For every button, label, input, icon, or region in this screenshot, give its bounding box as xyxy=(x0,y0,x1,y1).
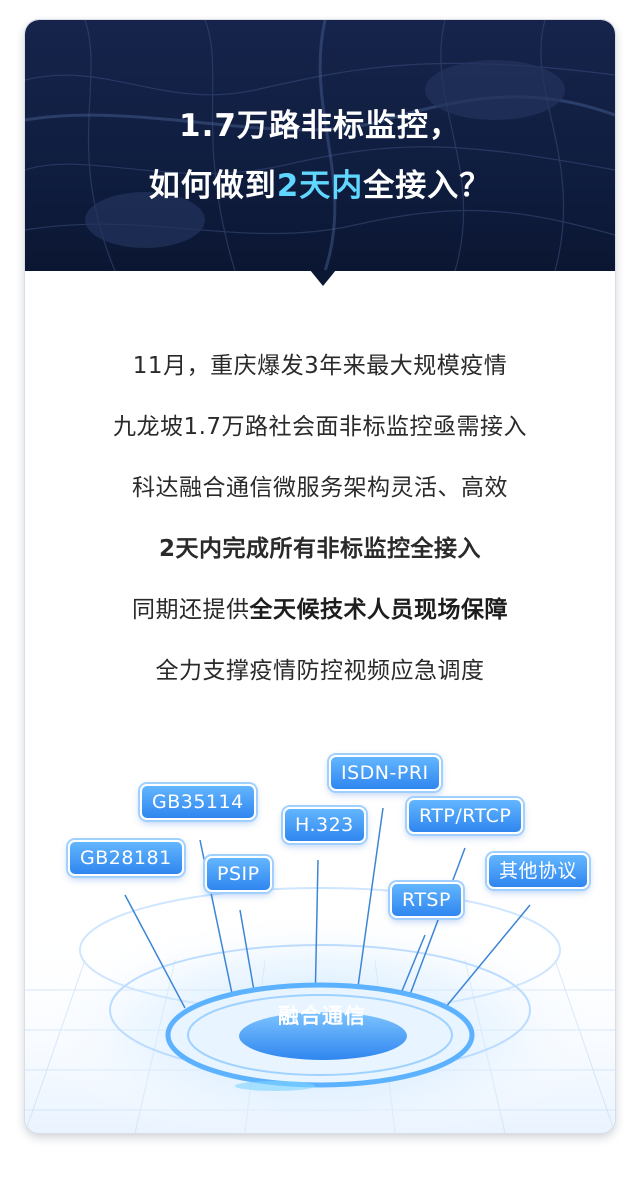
body-line-4: 2天内完成所有非标监控全接入 xyxy=(158,536,481,562)
protocol-tag-gb28181: GB28181 xyxy=(68,840,184,876)
headline-line-1: 1.7万路非标监控， xyxy=(179,108,461,144)
header-banner: 1.7万路非标监控， 如何做到2天内全接入？ xyxy=(25,20,615,271)
body-line-3: 科达融合通信微服务架构灵活、高效 xyxy=(132,475,508,501)
headline-accent: 2天内 xyxy=(276,168,364,204)
fusion-communication-label: 融合通信 xyxy=(278,1004,366,1028)
protocol-tag-isdn-pri: ISDN-PRI xyxy=(329,755,441,791)
body-line-6: 全力支撑疫情防控视频应急调度 xyxy=(155,658,485,684)
protocol-diagram xyxy=(25,807,615,1133)
protocol-tag-rtsp: RTSP xyxy=(390,882,463,918)
protocol-tag-psip: PSIP xyxy=(205,856,272,892)
headline-suffix: 全接入？ xyxy=(363,168,492,204)
body-line-1: 11月，重庆爆发3年来最大规模疫情 xyxy=(132,353,508,379)
headline-line-2: 如何做到2天内全接入？ xyxy=(25,160,615,205)
headline-prefix: 如何做到 xyxy=(148,168,277,204)
body-line-5-prefix: 同期还提供 xyxy=(132,597,250,623)
body-line-5: 同期还提供全天候技术人员现场保障 xyxy=(25,590,615,624)
body-line-2: 九龙坡1.7万路社会面非标监控亟需接入 xyxy=(112,414,528,440)
core-inner-ring xyxy=(187,994,453,1076)
core-light-flare xyxy=(235,1081,315,1091)
article-card: 1.7万路非标监控， 如何做到2天内全接入？ 11月，重庆爆发3年来最大规模疫情… xyxy=(25,20,615,1133)
map-background xyxy=(25,20,615,271)
header-pointer xyxy=(310,270,336,286)
body-line-5-bold: 全天候技术人员现场保障 xyxy=(249,597,508,623)
protocol-tag-other: 其他协议 xyxy=(487,853,590,889)
core-pill xyxy=(239,1012,407,1060)
protocol-tag-gb35114: GB35114 xyxy=(140,784,256,820)
protocol-tag-h323: H.323 xyxy=(283,807,366,843)
protocol-tag-rtp-rtcp: RTP/RTCP xyxy=(407,798,524,834)
